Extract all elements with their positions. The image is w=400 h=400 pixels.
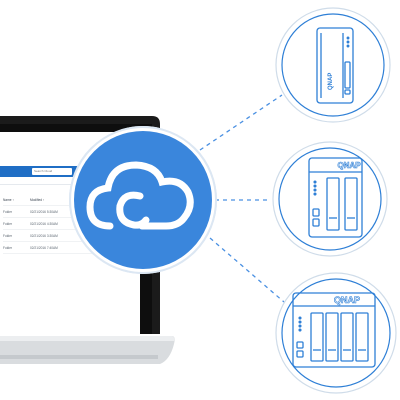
row-name: Folder — [3, 245, 13, 250]
file-table: Name ↑ Modified ↑ Folder 02/21/2016 5:30… — [3, 194, 133, 254]
column-header-modified[interactable]: Modified ↑ — [30, 197, 45, 202]
row-name: Folder — [3, 221, 13, 226]
row-name: Folder — [3, 209, 13, 214]
table-row[interactable]: Folder 02/21/2016 4:30AM — [3, 218, 133, 230]
nas-tower-brand: QNAP — [328, 73, 334, 90]
device-circle-2 — [272, 141, 388, 257]
nas-2bay-brand: QNAP — [337, 161, 361, 170]
nas-4bay-icon — [292, 292, 376, 368]
nas-4bay-brand: QNAP — [334, 295, 360, 305]
table-row[interactable]: Folder 02/21/2016 5:30AM — [3, 206, 133, 218]
row-modified: 02/21/2016 5:30AM — [30, 209, 58, 214]
search-input[interactable]: Search Cloud — [32, 168, 72, 175]
app-header: Search Cloud — [0, 166, 140, 177]
column-header-name[interactable]: Name ↑ — [3, 197, 14, 202]
nas-2bay-icon — [308, 157, 363, 238]
table-header: Name ↑ Modified ↑ — [3, 194, 133, 206]
row-modified: 02/21/2016 3:30AM — [30, 233, 58, 238]
row-modified: 02/21/2016 4:30AM — [30, 221, 58, 226]
row-modified: 02/21/2016 7:40AM — [30, 245, 58, 250]
device-circle-1 — [275, 7, 391, 123]
nas-tower-icon — [316, 27, 354, 104]
laptop-screen: Search Cloud Name ↑ Modified ↑ Folder 02… — [0, 132, 140, 336]
row-name: Folder — [3, 233, 13, 238]
table-row[interactable]: Folder 02/21/2016 7:40AM — [3, 242, 133, 254]
toolbar-divider — [0, 184, 140, 185]
table-row[interactable]: Folder 02/21/2016 3:30AM — [3, 230, 133, 242]
device-circle-3 — [275, 272, 397, 394]
